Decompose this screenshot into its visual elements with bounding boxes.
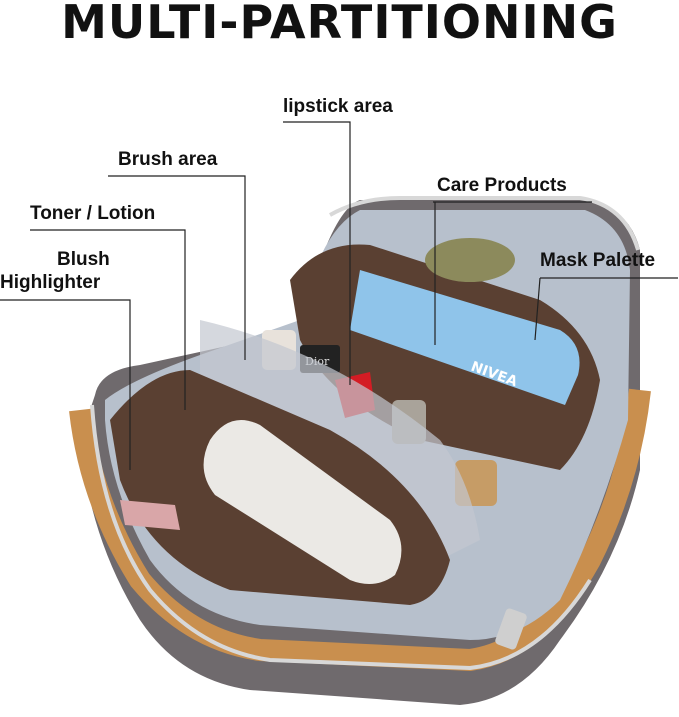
leader-lipstick xyxy=(283,121,351,385)
leader-highlighter xyxy=(0,299,131,470)
white-bottle xyxy=(203,420,402,584)
leader-lines xyxy=(0,121,678,470)
zipper-pull xyxy=(495,608,527,650)
bag-trim xyxy=(69,388,651,672)
leader-mask-drop xyxy=(534,277,541,341)
zipper-front xyxy=(90,404,592,671)
mask-tin xyxy=(425,238,515,282)
page-title: MULTI-PARTITIONING xyxy=(61,0,618,49)
label-care-products: Care Products xyxy=(437,175,567,196)
label-mask-palette: Mask Palette xyxy=(540,250,656,271)
label-blush: Blush xyxy=(57,249,110,270)
zipper-back xyxy=(329,196,640,251)
leader-toner xyxy=(30,229,186,410)
leader-brush xyxy=(108,175,246,360)
label-lipstick-area: lipstick area xyxy=(283,96,393,117)
blue-bottle xyxy=(350,270,580,405)
label-highlighter: Highlighter xyxy=(0,272,101,293)
blush-case xyxy=(120,500,180,530)
label-toner-lotion: Toner / Lotion xyxy=(30,203,156,224)
label-brush-area: Brush area xyxy=(118,149,218,170)
